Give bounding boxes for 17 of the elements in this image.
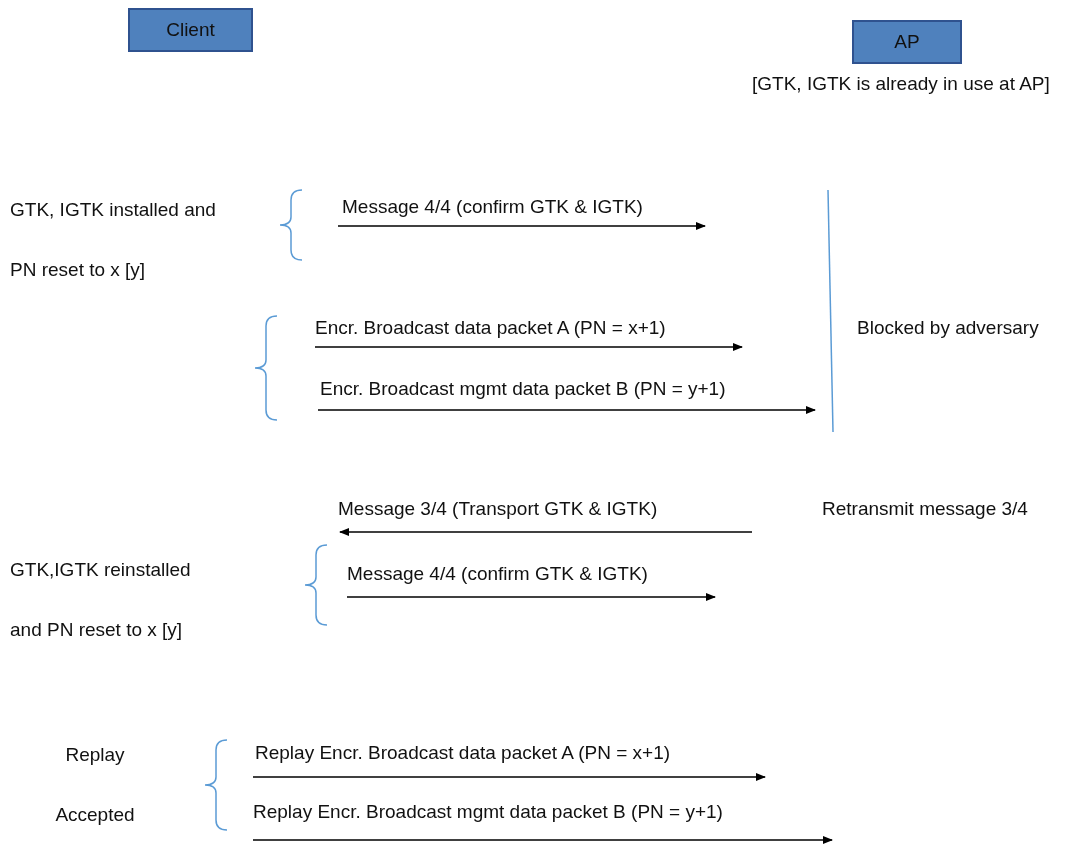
participant-label: Client	[166, 19, 215, 41]
state-note: Replay Accepted	[54, 743, 136, 827]
state-note: GTK,IGTK reinstalled and PN reset to x [y]	[10, 558, 192, 642]
message-label: Replay Encr. Broadcast mgmt data packet B (PN = y+1)	[253, 800, 723, 824]
participant-note: [GTK, IGTK is already in use at AP]	[752, 72, 1050, 96]
participant-box	[852, 20, 962, 64]
side-note: Blocked by adversary	[857, 316, 1039, 340]
message-label: Message 4/4 (confirm GTK & IGTK)	[347, 562, 648, 586]
message-label: Replay Encr. Broadcast data packet A (PN = x+1)	[255, 741, 671, 765]
side-note: Retransmit message 3/4	[822, 497, 1028, 521]
message-label: Encr. Broadcast data packet A (PN = x+1)	[315, 316, 666, 340]
state-note: GTK, IGTK installed and PN reset to x [y]	[10, 198, 217, 282]
message-label: Message 4/4 (confirm GTK & IGTK)	[342, 195, 643, 219]
message-label: Message 3/4 (Transport GTK & IGTK)	[338, 497, 658, 521]
message-label: Encr. Broadcast mgmt data packet B (PN = y+1)	[320, 377, 726, 401]
participant-label: AP	[894, 31, 920, 53]
participant-box	[128, 8, 253, 52]
